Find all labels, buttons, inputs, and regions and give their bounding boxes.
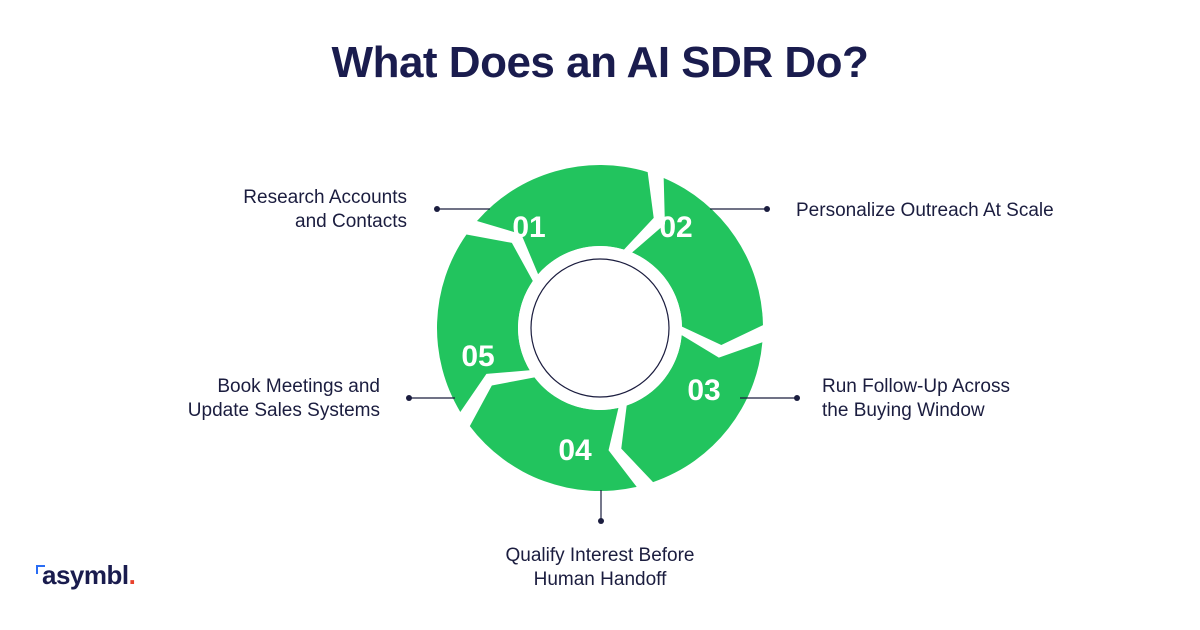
- connector-dot-5: [406, 395, 412, 401]
- step-2-label: Personalize Outreach At Scale: [796, 200, 1054, 221]
- cycle-segment-2: [632, 177, 763, 346]
- logo-dot: .: [128, 560, 136, 590]
- connector-dot-4: [598, 518, 604, 524]
- step-number-4: 04: [558, 434, 592, 467]
- cycle-segment-5: [437, 234, 533, 412]
- cycle-segments: [437, 165, 763, 491]
- hub-circle: [530, 258, 670, 398]
- logo-bracket-icon: [36, 565, 45, 574]
- step-4-label: Qualify Interest Before Human Handoff: [505, 545, 695, 590]
- connector-dot-2: [764, 206, 770, 212]
- asymbl-logo: asymbl.: [36, 560, 136, 591]
- cycle-segment-4: [469, 377, 637, 491]
- connector-dot-1: [434, 206, 440, 212]
- step-number-1: 01: [512, 211, 545, 244]
- page-title: What Does an AI SDR Do?: [331, 38, 869, 87]
- cycle-segment-3: [621, 335, 763, 483]
- logo-text: asymbl: [42, 560, 129, 590]
- step-number-3: 03: [687, 374, 720, 407]
- step-number-5: 05: [461, 340, 494, 373]
- connector-dot-3: [794, 395, 800, 401]
- step-5-label: Book Meetings and Update Sales Systems: [187, 376, 380, 421]
- label-connectors: [406, 206, 800, 524]
- step-numbers: 01 02 03 04 05: [461, 211, 720, 467]
- step-1-label: Research Accounts and Contacts: [243, 187, 407, 232]
- step-number-2: 02: [659, 211, 692, 244]
- step-3-label: Run Follow-Up Across the Buying Window: [822, 376, 1010, 421]
- cycle-segment-1: [476, 165, 654, 275]
